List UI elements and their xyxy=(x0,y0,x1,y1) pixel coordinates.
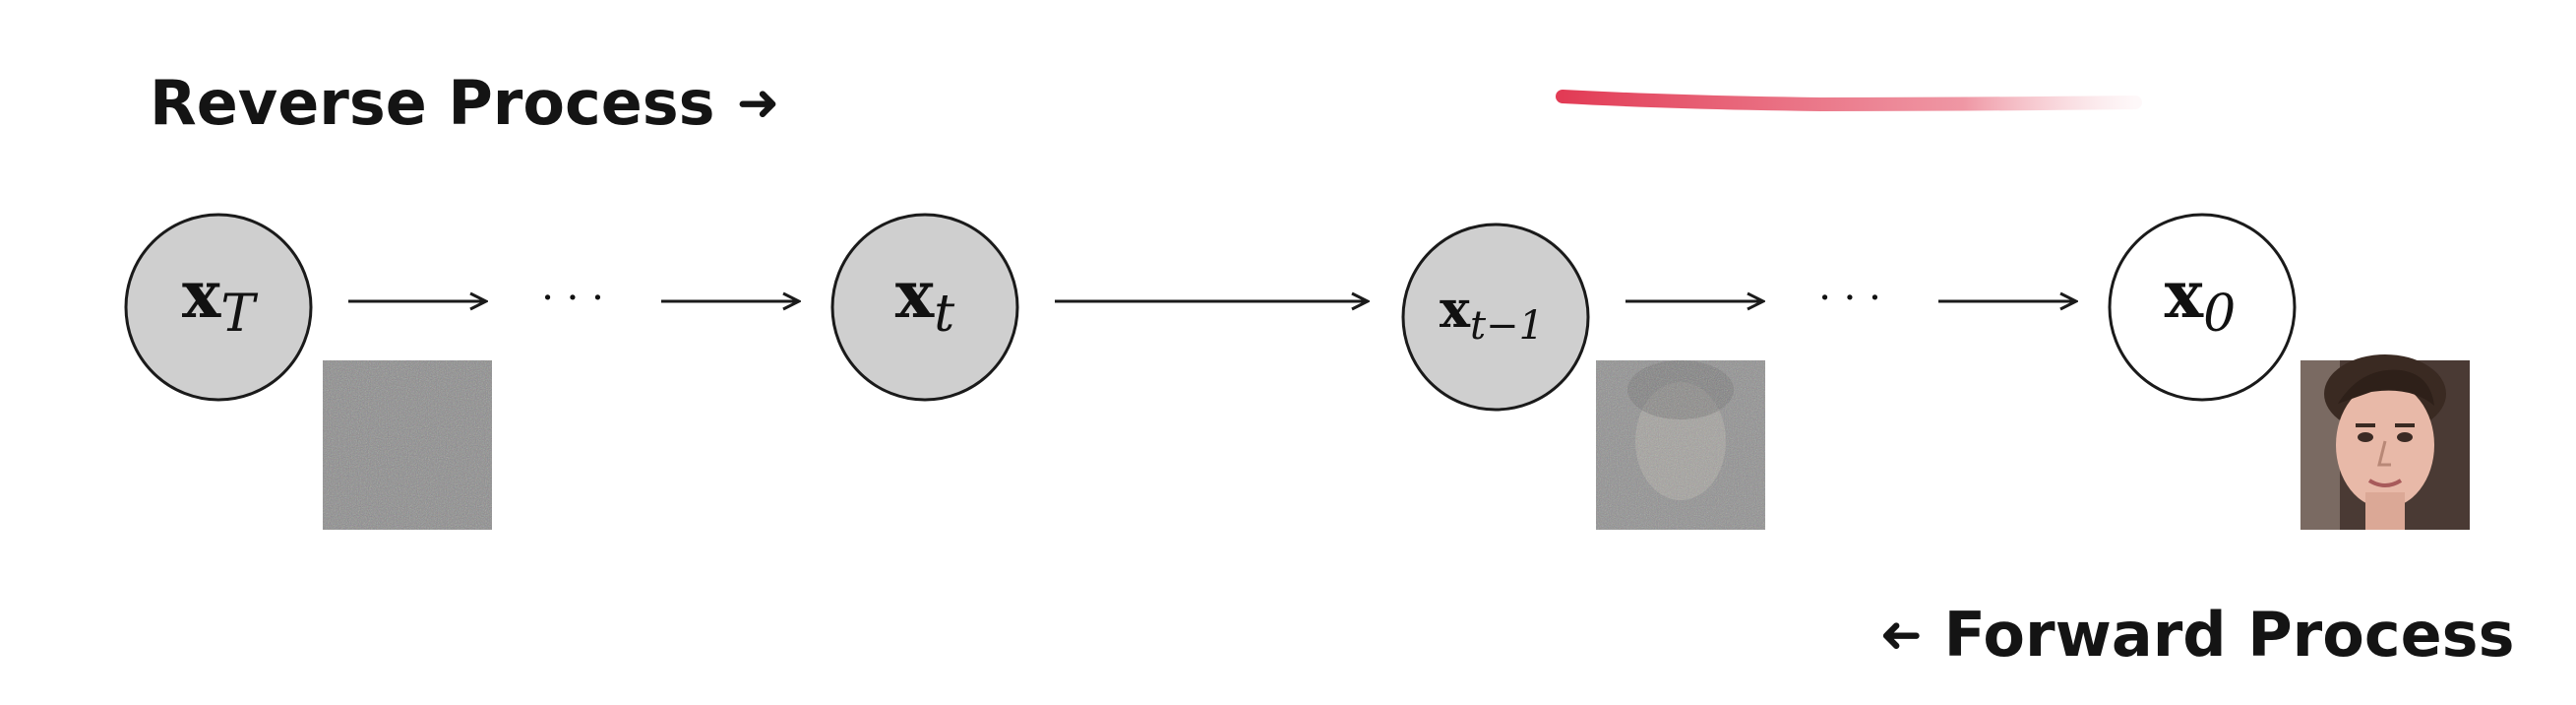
ellipsis-right: · · · xyxy=(1818,276,1881,321)
face-image xyxy=(2300,354,2470,530)
node-x0: x0 xyxy=(2108,213,2297,402)
noise-image xyxy=(323,360,492,530)
svg-text:x0: x0 xyxy=(2165,256,2236,344)
node-xt-minus-1: xt−1 xyxy=(1401,223,1590,412)
svg-text:xT: xT xyxy=(182,256,258,344)
svg-text:xt: xt xyxy=(895,256,954,344)
forward-process-text: Forward Process xyxy=(1943,599,2515,671)
node-xt: xt xyxy=(830,213,1019,402)
reverse-process-text: Reverse Process xyxy=(150,67,715,139)
forward-process-label: ➜ Forward Process xyxy=(1879,599,2514,671)
highlight-stroke xyxy=(1556,90,2142,112)
ellipsis-left: · · · xyxy=(541,276,604,321)
node-xT: xT xyxy=(124,213,313,402)
reverse-process-label: Reverse Process ➜ xyxy=(150,67,779,139)
svg-text:xt−1: xt−1 xyxy=(1440,280,1544,349)
arrow-right-icon: ➜ xyxy=(736,73,780,133)
partially-denoised-image xyxy=(1596,360,1765,530)
